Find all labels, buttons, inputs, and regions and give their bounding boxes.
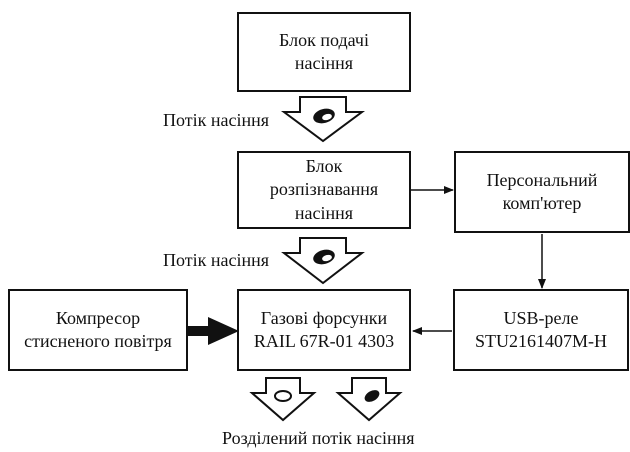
seed-flow-label-1: Потік насіння: [163, 110, 270, 130]
recognition-line1: Блок: [305, 156, 343, 177]
injectors-line1: Газові форсунки: [260, 307, 388, 328]
pc-line2: комп'ютер: [502, 193, 582, 213]
seed-flow-label-2: Потік насіння: [163, 250, 270, 270]
seed-feed-block: Блок подачі насіння: [237, 12, 411, 92]
seed-flow-arrow-1: [280, 96, 366, 143]
injectors-block: Газові форсунки RAIL 67R-01 4303: [237, 289, 411, 371]
compressor-line2: стисненого повітря: [24, 331, 172, 351]
seed-feed-line1: Блок подачі: [279, 29, 369, 50]
relay-line2: STU2161407M-H: [474, 331, 607, 351]
recognition-block: Блок розпізнавання насіння: [237, 151, 411, 229]
recognition-line2: розпізнавання: [269, 179, 379, 200]
relay-line1: USB-реле: [503, 307, 579, 328]
separated-flow-arrow-left: [249, 377, 317, 422]
compressor-block: Компресор стисненого повітря: [8, 289, 188, 371]
arrow-compressor-to-injectors: [187, 317, 239, 345]
light-seed-icon: [274, 390, 292, 402]
pc-line1: Персональний: [486, 169, 598, 190]
recognition-line3: насіння: [294, 202, 354, 223]
seed-flow-arrow-2: [281, 237, 365, 285]
separated-flow-arrow-right: [335, 377, 403, 422]
usb-relay-block: USB-реле STU2161407M-H: [453, 289, 629, 371]
dark-seed-icon: [364, 390, 380, 402]
injectors-line2: RAIL 67R-01 4303: [253, 331, 395, 351]
compressor-line1: Компресор: [55, 307, 141, 328]
seed-feed-line2: насіння: [294, 53, 354, 73]
separated-flow-label: Розділений потік насіння: [222, 428, 415, 448]
pc-block: Персональний комп'ютер: [454, 151, 630, 233]
